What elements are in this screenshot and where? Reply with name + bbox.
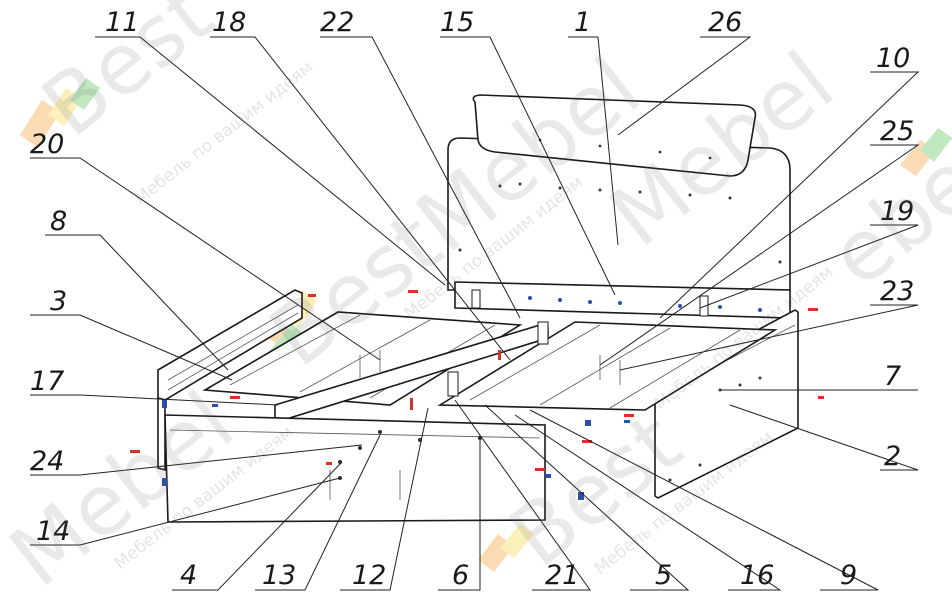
callout-26: 26 — [708, 7, 742, 38]
callout-8: 8 — [50, 206, 67, 237]
callout-22: 22 — [320, 7, 354, 38]
callout-5: 5 — [655, 560, 672, 591]
callout-16: 16 — [740, 560, 774, 591]
callout-2: 2 — [884, 441, 901, 472]
callout-23: 23 — [880, 276, 914, 307]
callout-10: 10 — [876, 43, 910, 74]
fasteners-red — [130, 290, 824, 471]
callout-6: 6 — [452, 560, 469, 591]
callout-19: 19 — [880, 196, 914, 227]
fasteners-blue — [162, 400, 630, 500]
callout-12: 12 — [352, 560, 386, 591]
callout-11: 11 — [105, 7, 139, 38]
callout-labels: 11 18 22 15 1 26 10 25 19 23 7 2 9 16 5 … — [30, 7, 914, 591]
callout-14: 14 — [36, 516, 70, 547]
callout-3: 3 — [50, 286, 67, 317]
callout-24: 24 — [30, 446, 64, 477]
callout-21: 21 — [545, 560, 579, 591]
callout-7: 7 — [884, 361, 901, 392]
callout-1: 1 — [574, 7, 591, 38]
callout-20: 20 — [30, 129, 64, 160]
callout-4: 4 — [180, 560, 197, 591]
callout-13: 13 — [262, 560, 296, 591]
leader-lines — [30, 36, 920, 591]
callout-17: 17 — [30, 366, 64, 397]
callout-18: 18 — [212, 7, 246, 38]
front-rail — [164, 414, 546, 523]
left-side-rail — [157, 289, 303, 472]
callout-25: 25 — [880, 116, 914, 147]
headboard — [447, 137, 791, 291]
callout-15: 15 — [440, 7, 474, 38]
callout-9: 9 — [840, 560, 857, 591]
right-slat-frame — [437, 321, 778, 411]
